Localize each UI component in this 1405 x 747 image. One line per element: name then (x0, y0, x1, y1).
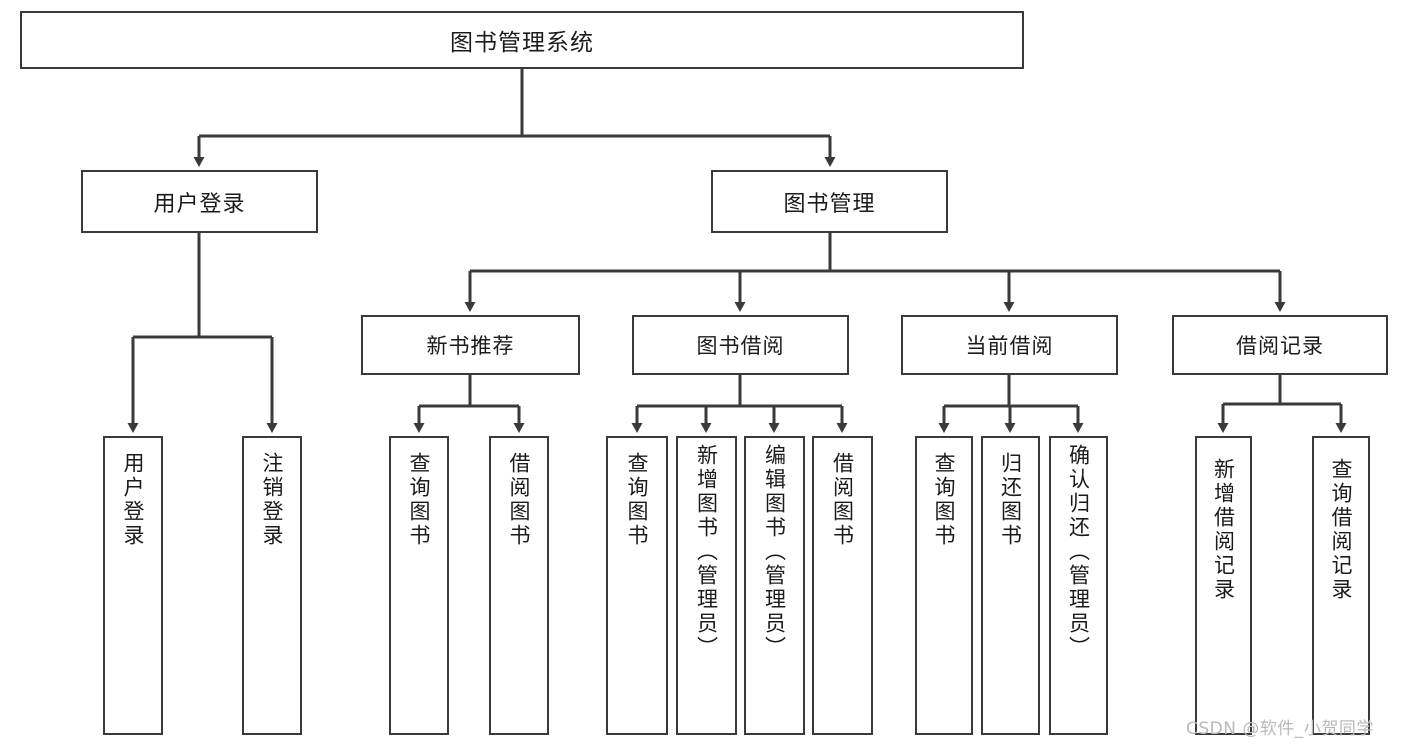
node-leaf-query-book-1[interactable]: 查询图书 (389, 436, 449, 735)
node-leaf-borrow-book-1-label: 借阅图书 (507, 452, 532, 548)
node-current-borrow[interactable]: 当前借阅 (901, 315, 1118, 375)
node-leaf-query-book-2-label: 查询图书 (625, 452, 650, 548)
node-leaf-logout-label: 注销登录 (260, 452, 285, 548)
node-leaf-query-book-1-label: 查询图书 (407, 452, 432, 548)
node-borrow-record[interactable]: 借阅记录 (1172, 315, 1388, 375)
node-leaf-query-borrow-record-label: 查询借阅记录 (1329, 458, 1354, 602)
node-leaf-query-book-3[interactable]: 查询图书 (915, 436, 973, 735)
node-new-book-rec-label: 新书推荐 (426, 334, 515, 358)
node-leaf-return-book-label: 归还图书 (998, 452, 1023, 548)
node-leaf-query-borrow-record[interactable]: 查询借阅记录 (1312, 436, 1370, 735)
node-leaf-confirm-return-admin-label: 确认归还（管理员） (1066, 444, 1091, 660)
node-leaf-borrow-book-2-label: 借阅图书 (830, 452, 855, 548)
node-book-borrow-label: 图书借阅 (696, 334, 785, 358)
node-leaf-user-login-label: 用户登录 (121, 452, 146, 548)
node-leaf-query-book-3-label: 查询图书 (932, 452, 957, 548)
node-leaf-user-login[interactable]: 用户登录 (103, 436, 163, 735)
node-leaf-edit-book-admin[interactable]: 编辑图书（管理员） (744, 436, 805, 735)
node-leaf-add-book-admin[interactable]: 新增图书（管理员） (676, 436, 737, 735)
node-book-borrow[interactable]: 图书借阅 (632, 315, 849, 375)
node-user-login-label: 用户登录 (153, 191, 246, 217)
node-root[interactable]: 图书管理系统 (20, 11, 1024, 69)
node-leaf-logout[interactable]: 注销登录 (242, 436, 302, 735)
node-user-login[interactable]: 用户登录 (81, 170, 318, 233)
node-leaf-return-book[interactable]: 归还图书 (981, 436, 1040, 735)
node-leaf-confirm-return-admin[interactable]: 确认归还（管理员） (1049, 436, 1108, 735)
node-leaf-borrow-book-1[interactable]: 借阅图书 (489, 436, 549, 735)
node-borrow-record-label: 借阅记录 (1236, 334, 1324, 358)
watermark-text: CSDN @软件_小贺同学 (1186, 719, 1374, 739)
node-leaf-query-book-2[interactable]: 查询图书 (606, 436, 668, 735)
node-book-manage-label: 图书管理 (783, 191, 876, 217)
node-leaf-edit-book-admin-label: 编辑图书（管理员） (762, 444, 787, 660)
node-book-manage[interactable]: 图书管理 (711, 170, 948, 233)
node-current-borrow-label: 当前借阅 (965, 334, 1054, 358)
node-leaf-borrow-book-2[interactable]: 借阅图书 (812, 436, 873, 735)
node-leaf-add-borrow-record[interactable]: 新增借阅记录 (1195, 436, 1252, 735)
node-new-book-rec[interactable]: 新书推荐 (361, 315, 580, 375)
node-leaf-add-book-admin-label: 新增图书（管理员） (694, 444, 719, 660)
node-root-label: 图书管理系统 (450, 30, 594, 56)
node-leaf-add-borrow-record-label: 新增借阅记录 (1211, 458, 1236, 602)
